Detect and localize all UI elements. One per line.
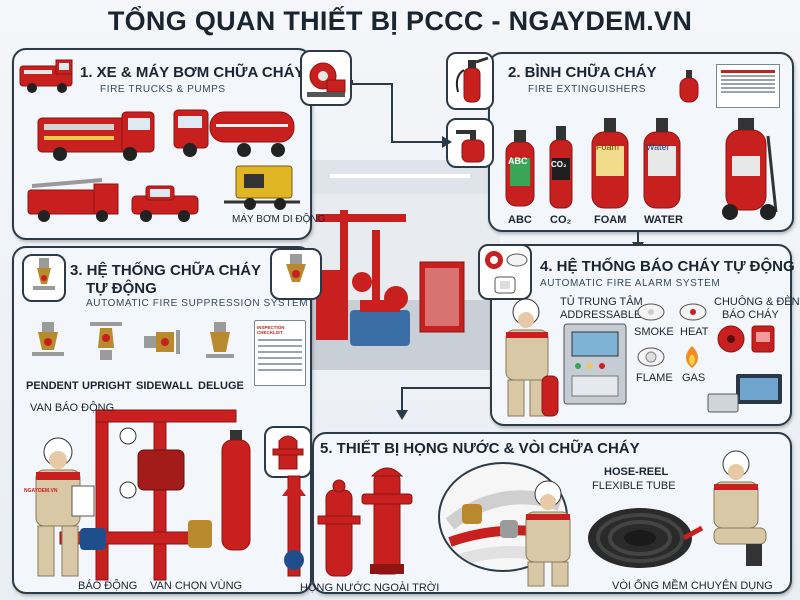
flame-detector-icon — [637, 347, 665, 367]
fire-truck-icon — [19, 59, 73, 93]
sprinkler-pendent-label: PENDENT — [26, 380, 79, 392]
bell-label-1: CHUÔNG & ĐÈN — [714, 296, 800, 308]
technician-kneeling — [713, 450, 767, 566]
command-pickup-icon — [131, 185, 199, 222]
fire-pump-icon — [307, 62, 346, 97]
abc-extinguisher-icon — [505, 130, 535, 207]
type-co2-label: CO₂ — [550, 214, 572, 226]
sprinkler-icon — [33, 258, 55, 290]
small-extinguisher-icon — [679, 70, 699, 103]
sprinkler-upright-label: UPRIGHT — [82, 380, 132, 392]
upright-sprinkler-icon — [286, 254, 306, 282]
soft-hose-label: VÒI ỐNG MỀM CHUYÊN DỤNG — [612, 580, 773, 592]
ladder-truck-icon — [27, 178, 119, 222]
call-point-icon — [485, 251, 503, 269]
extinguisher-nozzle-icon — [456, 130, 485, 163]
detector-smoke-label: SMOKE — [634, 326, 674, 338]
technician-with-extinguisher — [505, 298, 559, 417]
upright-sprinkler-type-icon — [90, 322, 122, 360]
outdoor-hydrant-icon — [361, 467, 413, 575]
detector-heat-label: HEAT — [680, 326, 709, 338]
heat-detector-icon — [679, 303, 707, 321]
fire-alarm-control-panel — [563, 323, 627, 405]
checklist-title: INSPECTION CHECKLIST — [257, 325, 285, 335]
technician-with-clipboard — [35, 437, 95, 577]
section-3-title-line-2: TỰ ĐỘNG — [86, 280, 157, 297]
wheeled-extinguisher-icon — [722, 118, 778, 220]
hydrant-icon — [272, 435, 304, 470]
extinguisher-instruction-label — [716, 64, 780, 108]
alarm-bell-icon — [717, 325, 745, 353]
control-panel-label-1: TỦ TRUNG TÂM — [560, 296, 643, 308]
deluge-sprinkler-icon — [206, 322, 234, 358]
page-title: TỔNG QUAN THIẾT BỊ PCCC - NGAYDEM.VN — [107, 6, 693, 36]
bell-label-2: BÁO CHÁY — [722, 309, 779, 321]
section-2-subtitle: FIRE EXTINGUISHERS — [528, 84, 647, 95]
technician-with-hose — [525, 480, 571, 587]
control-panel-label-2: ADDRESSABLE — [560, 309, 642, 321]
hydrant-riser-illustration — [282, 475, 361, 577]
section-5-title: 5. THIẾT BỊ HỌNG NƯỚC & VÒI CHỮA CHÁY — [320, 440, 640, 457]
detector-flame-label: FLAME — [636, 372, 673, 384]
type-water-label: WATER — [644, 214, 683, 226]
smoke-detector-icon — [506, 253, 528, 267]
alarm-label: BÁO ĐỘNG — [78, 580, 138, 592]
sprinkler-sidewall-label: SIDEWALL — [136, 380, 193, 392]
sprinkler-deluge-label: DELUGE — [198, 380, 244, 392]
monitoring-station-icon — [707, 374, 782, 413]
fire-engine-front-icon — [37, 111, 155, 161]
detector-gas-label: GAS — [682, 372, 706, 384]
manual-station-icon — [494, 276, 516, 294]
section-1-title: 1. XE & MÁY BƠM CHỮA CHÁY — [80, 64, 305, 81]
inspection-checklist: INSPECTION CHECKLIST — [254, 320, 306, 386]
hose-reel-label-2: FLEXIBLE TUBE — [592, 480, 676, 492]
arrow-4-to-5 — [396, 387, 492, 420]
sidewall-sprinkler-icon — [144, 330, 180, 354]
type-abc-label: ABC — [508, 214, 532, 226]
portable-pump-trailer-icon — [224, 165, 300, 210]
section-4-subtitle: AUTOMATIC FIRE ALARM SYSTEM — [540, 278, 721, 289]
abc-bottle-label: ABC — [508, 156, 528, 166]
strobe-light-icon — [751, 325, 775, 353]
extinguisher-icon — [455, 56, 489, 103]
co2-bottle-label: CO₂ — [551, 160, 567, 169]
section-3-subtitle: AUTOMATIC FIRE SUPPRESSION SYSTEM — [86, 298, 309, 309]
foam-extinguisher-icon — [591, 118, 629, 209]
section-1-subtitle: FIRE TRUCKS & PUMPS — [100, 84, 226, 95]
water-extinguisher-icon — [643, 118, 681, 209]
co2-extinguisher-icon — [549, 126, 573, 209]
smoke-detector-type-icon — [637, 303, 665, 321]
alarm-valve-piping-illustration — [59, 409, 251, 581]
outdoor-hydrant-label: HỌNG NƯỚC NGOÀI TRỜI — [300, 582, 440, 594]
zone-valve-label: VAN CHỌN VÙNG — [150, 580, 243, 592]
water-tanker-icon — [173, 109, 295, 157]
foam-bottle-label: Foam — [596, 142, 620, 152]
alarm-valve-label: VAN BÁO ĐỘNG — [30, 402, 115, 414]
portable-pump-label: MÁY BƠM DI ĐỘNG — [232, 214, 326, 225]
section-2-title: 2. BÌNH CHỮA CHÁY — [508, 64, 657, 81]
arrow-1-to-2 — [351, 80, 452, 148]
pendent-sprinkler-icon — [32, 322, 64, 356]
vest-label: NGAYDEM.VN — [24, 488, 58, 494]
hose-reel-label-1: HOSE-REEL — [604, 466, 669, 478]
section-3-title-line-1: 3. HỆ THỐNG CHỮA CHÁY — [70, 262, 262, 279]
water-bottle-label: Water — [646, 142, 670, 152]
type-foam-label: FOAM — [594, 214, 627, 226]
gas-flame-icon — [686, 346, 698, 368]
coiled-hose-icon — [588, 508, 704, 568]
section-4-title: 4. HỆ THỐNG BÁO CHÁY TỰ ĐỘNG — [540, 258, 795, 275]
